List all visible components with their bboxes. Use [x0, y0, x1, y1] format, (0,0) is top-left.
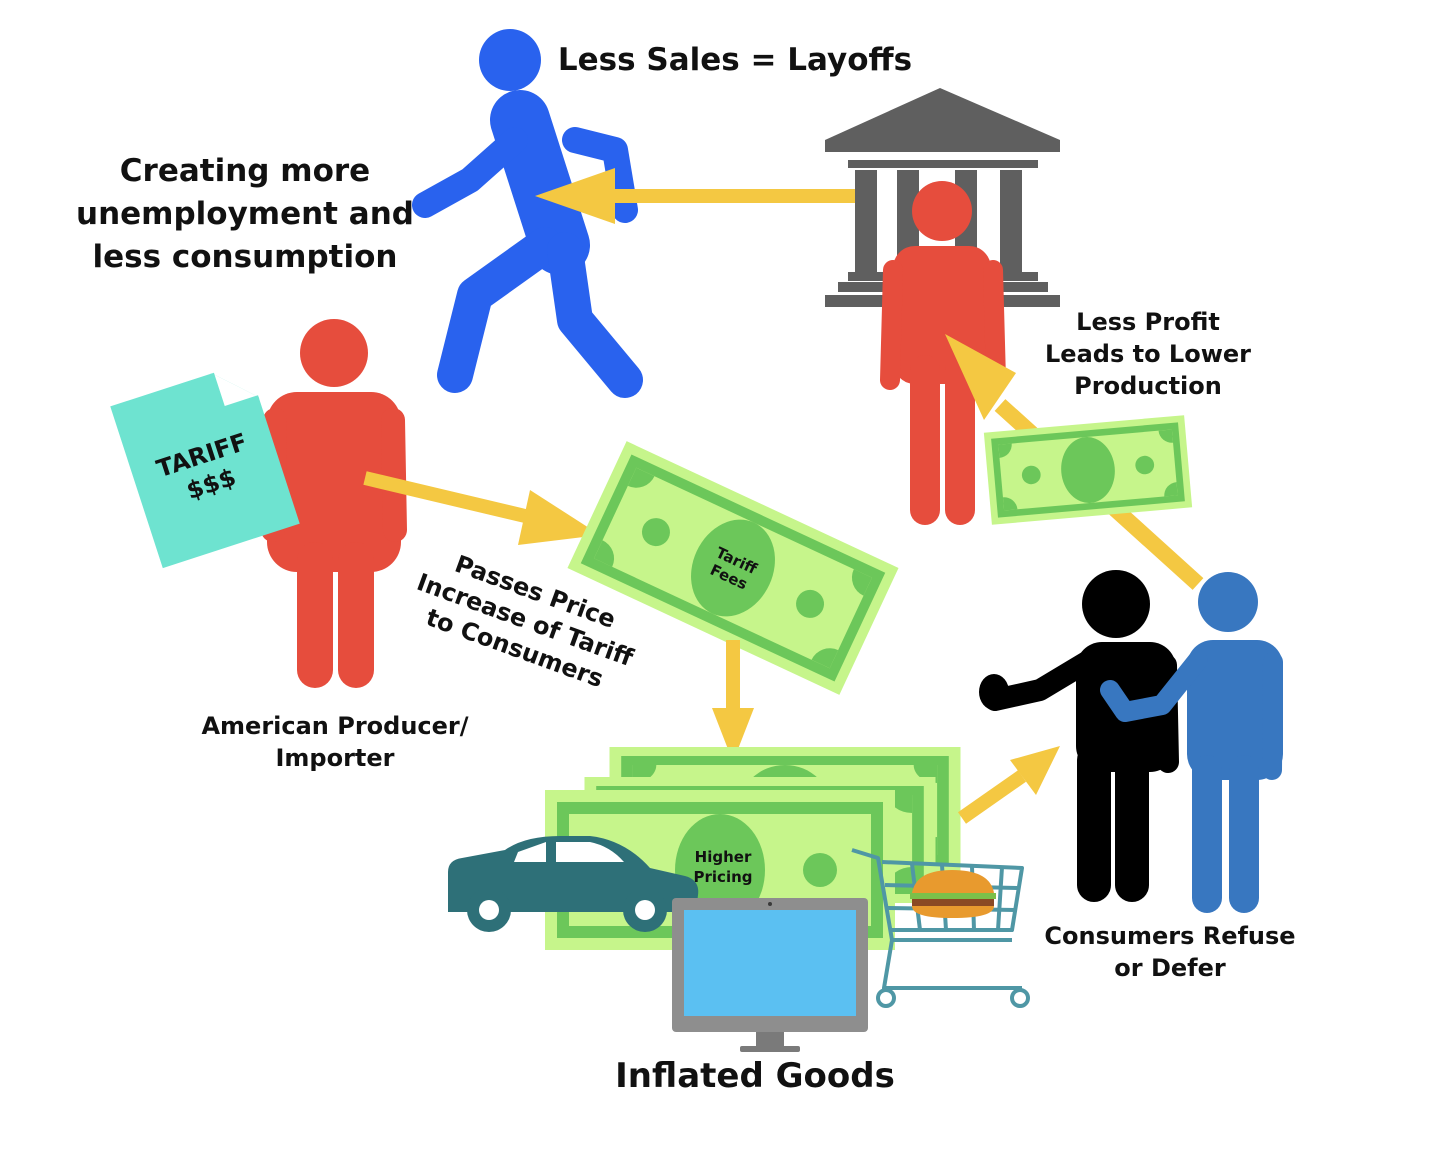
layoffs-label: Less Sales = Layoffs: [557, 42, 913, 78]
inflated-goods-label: Inflated Goods: [615, 1056, 895, 1096]
dollar-bill-icon: [983, 415, 1193, 525]
arrow-icon: [957, 746, 1060, 824]
higher-pricing-line2: Pricing: [694, 868, 753, 886]
computer-monitor-icon: [672, 898, 868, 1052]
less-profit-line: Less Profit: [1076, 308, 1220, 336]
unemployment-line: less consumption: [92, 239, 398, 275]
producer-line: American Producer/: [201, 712, 469, 740]
less-profit-line: Leads to Lower: [1045, 340, 1251, 368]
less-profit-label: Less Profit Leads to Lower Production: [1020, 306, 1276, 402]
burger-icon: [910, 870, 996, 918]
arrow-icon: [363, 471, 600, 545]
unemployment-line: unemployment and: [76, 196, 414, 232]
consumers-line: or Defer: [1114, 954, 1226, 982]
consumers-label: Consumers Refuse or Defer: [1030, 920, 1310, 984]
unemployment-label: Creating more unemployment and less cons…: [60, 150, 430, 279]
unemployment-line: Creating more: [119, 153, 371, 189]
higher-pricing-line1: Higher: [695, 848, 752, 866]
producer-label: American Producer/ Importer: [175, 710, 495, 774]
less-profit-line: Production: [1074, 372, 1222, 400]
person-icon: [979, 570, 1179, 902]
arrow-icon: [712, 640, 754, 762]
tariff-document-icon: TARIFF $$$: [110, 372, 300, 569]
car-icon: [448, 836, 699, 932]
producer-line: Importer: [275, 744, 395, 772]
consumers-line: Consumers Refuse: [1044, 922, 1296, 950]
arrow-icon: [535, 168, 855, 224]
person-icon: [1100, 572, 1283, 913]
dollar-bill-icon: Tariff Fees: [567, 441, 899, 695]
person-icon: [261, 319, 407, 688]
